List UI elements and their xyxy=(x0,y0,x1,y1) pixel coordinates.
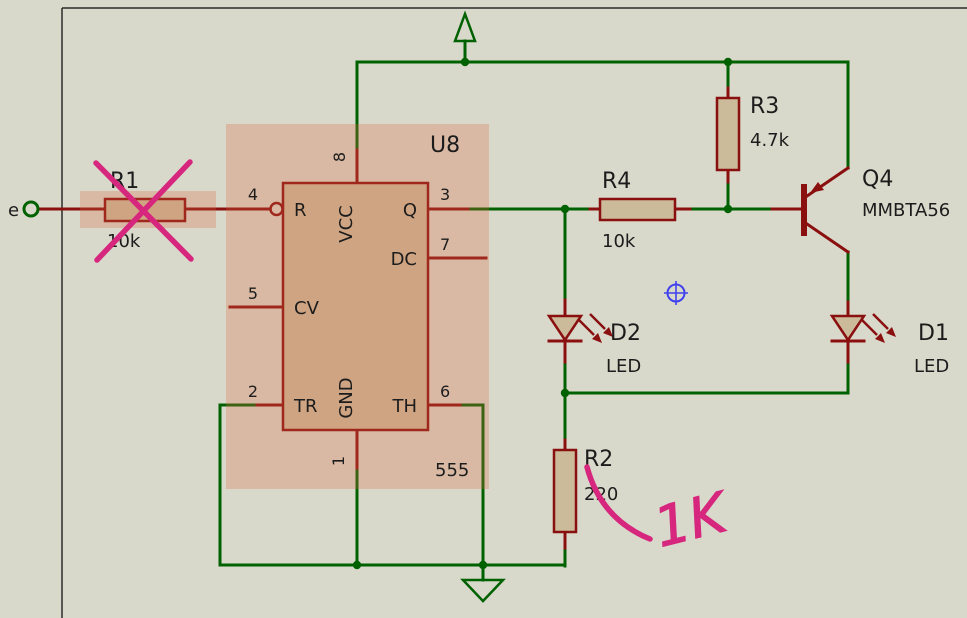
vcc-rail-wire[interactable] xyxy=(355,60,850,170)
d1-emission-arrowhead-2 xyxy=(886,327,896,337)
r4-body[interactable] xyxy=(598,197,677,222)
d2-emission-arrow-2 xyxy=(589,313,606,330)
r1-value-label: 10k xyxy=(107,231,141,252)
u8-pin-number-7: 7 xyxy=(440,235,450,254)
d1-value-label: LED xyxy=(914,356,949,377)
input-terminal[interactable]: e xyxy=(8,200,40,221)
component-q4-transistor[interactable] xyxy=(801,165,851,255)
junction-dot xyxy=(560,388,570,398)
q4-emitter-arrow-icon xyxy=(810,182,824,193)
u8-pin-numbers: 4 8 3 7 5 2 1 6 xyxy=(248,152,450,466)
component-u8-555[interactable] xyxy=(269,181,430,432)
u8-pin-names: R VCC Q DC CV TR GND TH xyxy=(293,200,417,419)
trigger-ground-rail-wire[interactable] xyxy=(218,403,567,567)
r4-value-label: 10k xyxy=(602,231,636,252)
u8-pin-number-2: 2 xyxy=(248,382,258,401)
d2-emission-arrow-1 xyxy=(578,319,595,336)
u8-part-label: 555 xyxy=(435,460,469,481)
u8-pin-number-5: 5 xyxy=(248,284,258,303)
d2-emission-arrowhead-2 xyxy=(603,327,613,337)
junction-dot xyxy=(723,204,733,214)
component-d2-led[interactable] xyxy=(546,313,613,343)
junction-dots xyxy=(352,57,733,570)
terminal-label: e xyxy=(8,200,19,221)
d1-ref-label: D1 xyxy=(918,321,949,346)
d1-emission-arrow-1 xyxy=(861,319,878,336)
sheet-border xyxy=(61,7,967,618)
u8-pin-number-8: 8 xyxy=(330,152,349,162)
d1-emission-arrow-2 xyxy=(872,313,889,330)
r3-body[interactable] xyxy=(715,96,741,172)
threshold-ground-wire[interactable] xyxy=(458,403,485,567)
terminal-circle-icon[interactable] xyxy=(22,200,40,218)
component-r3[interactable] xyxy=(715,96,741,172)
u8-pin-number-1: 1 xyxy=(329,456,348,466)
d1-emission-arrowhead-1 xyxy=(875,333,885,343)
wires[interactable] xyxy=(218,60,850,568)
d2-emission-arrowhead-1 xyxy=(592,333,602,343)
q4-ref-label: Q4 xyxy=(862,167,893,192)
d1-triangle-icon[interactable] xyxy=(829,314,867,343)
u8-pin-name-discharge: DC xyxy=(391,249,417,270)
component-d1-led[interactable] xyxy=(829,313,896,343)
u8-pin-name-reset: R xyxy=(294,200,307,221)
r4-ref-label: R4 xyxy=(602,169,631,194)
junction-dot xyxy=(560,204,570,214)
u8-pin-name-trigger: TR xyxy=(293,396,318,417)
d2-value-label: LED xyxy=(606,356,641,377)
r3-value-label: 4.7k xyxy=(750,130,790,151)
d2-triangle-icon[interactable] xyxy=(546,314,584,343)
u8-pin-name-vcc: VCC xyxy=(336,205,357,242)
u8-reset-bubble-icon xyxy=(269,201,284,217)
junction-dot xyxy=(723,57,733,67)
component-r4[interactable] xyxy=(598,197,677,222)
r2-correction-text: 1K xyxy=(648,479,736,559)
ground-icon xyxy=(460,578,506,603)
u8-pin-number-6: 6 xyxy=(440,382,450,401)
q4-value-label: MMBTA56 xyxy=(862,200,950,221)
r1-cross-stroke-2 xyxy=(94,159,193,263)
junction-dot xyxy=(352,560,362,570)
u8-pin-name-control: CV xyxy=(294,298,320,319)
u8-selection-highlight xyxy=(226,124,489,489)
r3-ref-label: R3 xyxy=(750,94,779,119)
r2-strikethrough-stroke xyxy=(584,464,653,542)
origin-marker xyxy=(664,281,688,305)
junction-dot xyxy=(460,57,470,67)
u8-pin-number-4: 4 xyxy=(248,185,258,204)
power-arrow-icon xyxy=(453,10,477,43)
r2-body[interactable] xyxy=(552,448,578,534)
ground-symbol[interactable] xyxy=(460,563,506,603)
u8-pin-number-3: 3 xyxy=(440,185,450,204)
u8-body[interactable] xyxy=(281,181,430,432)
q4-collector[interactable] xyxy=(804,221,851,255)
power-terminal-vcc[interactable] xyxy=(453,10,477,64)
junction-dot xyxy=(478,560,488,570)
u8-pin-name-out: Q xyxy=(403,200,417,221)
u8-ref-label: U8 xyxy=(430,133,460,158)
u8-pin-name-ground: GND xyxy=(336,377,357,418)
component-r2[interactable] xyxy=(552,448,578,534)
u8-pin-name-threshold: TH xyxy=(391,396,417,417)
d2-ref-label: D2 xyxy=(610,321,641,346)
